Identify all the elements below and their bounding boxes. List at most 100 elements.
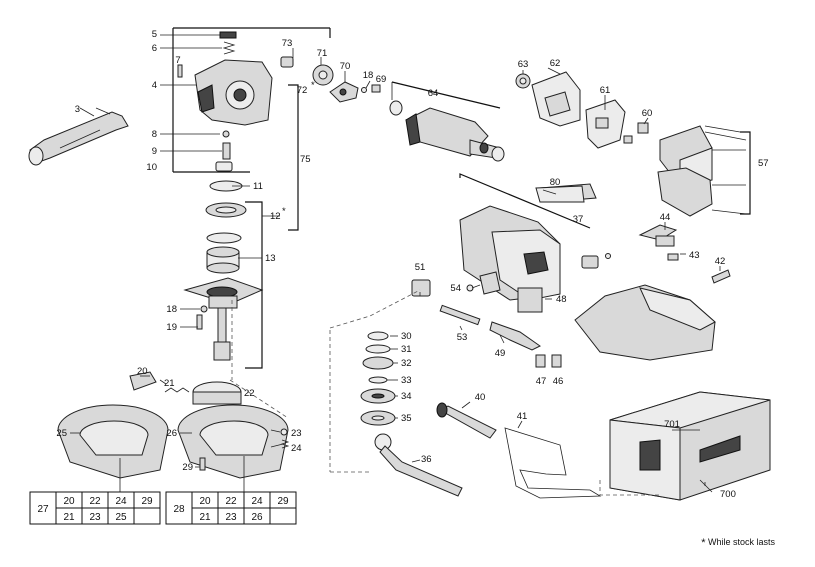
label-18-right: 18 bbox=[363, 70, 374, 81]
label-7: 7 bbox=[175, 55, 180, 66]
label-9: 9 bbox=[152, 146, 157, 157]
label-34: 34 bbox=[401, 391, 412, 402]
label-64: 64 bbox=[428, 88, 439, 99]
label-43: 43 bbox=[689, 250, 700, 261]
label-23: 23 bbox=[291, 428, 302, 439]
label-36: 36 bbox=[421, 454, 432, 465]
needle-bearing bbox=[215, 161, 233, 172]
label-25: 25 bbox=[56, 428, 67, 439]
label-37: 37 bbox=[573, 214, 584, 225]
gear-head-group bbox=[160, 27, 330, 173]
label-30: 30 bbox=[401, 331, 412, 342]
label-11: 11 bbox=[253, 181, 263, 192]
switch-components bbox=[535, 185, 731, 284]
table27-id: 27 bbox=[37, 504, 49, 515]
spring bbox=[222, 41, 236, 55]
footnote-star: * bbox=[701, 537, 706, 549]
label-33: 33 bbox=[401, 375, 412, 386]
leader-lines bbox=[70, 48, 721, 493]
label-70: 70 bbox=[340, 61, 351, 72]
flange-accessories bbox=[329, 330, 463, 497]
table28-id: 28 bbox=[173, 504, 185, 515]
label-44: 44 bbox=[660, 212, 671, 223]
label-61: 61 bbox=[600, 85, 611, 96]
label-75: 75 bbox=[300, 154, 311, 165]
bearing-plate-group bbox=[280, 28, 381, 103]
label-22: 22 bbox=[244, 388, 255, 399]
table28-r2c1: 21 bbox=[199, 512, 211, 523]
label-19: 19 bbox=[166, 322, 177, 333]
label-29: 29 bbox=[182, 462, 193, 473]
spindle-stack bbox=[180, 84, 299, 369]
label-71: 71 bbox=[317, 48, 328, 59]
label-41: 41 bbox=[517, 411, 528, 422]
spindle-lock-button bbox=[219, 31, 237, 39]
table28-r1c4: 29 bbox=[277, 496, 289, 507]
label-12: 12 bbox=[270, 211, 281, 222]
label-48: 48 bbox=[556, 294, 567, 305]
label-701: 701 bbox=[664, 419, 680, 430]
label-47: 47 bbox=[536, 376, 547, 387]
label-700: 700 bbox=[720, 489, 736, 500]
label-54: 54 bbox=[450, 283, 461, 294]
table27-r2c1: 21 bbox=[63, 512, 75, 523]
footnote-text: While stock lasts bbox=[705, 537, 775, 547]
label-49: 49 bbox=[495, 348, 506, 359]
label-13: 13 bbox=[265, 253, 276, 264]
table27-r1c1: 20 bbox=[63, 496, 75, 507]
label-20: 20 bbox=[137, 366, 148, 377]
motor-housing-group bbox=[459, 173, 716, 361]
label-3: 3 bbox=[75, 104, 80, 115]
shaft-pin bbox=[222, 142, 231, 160]
table27-r2c2: 23 bbox=[89, 512, 101, 523]
label-72: 72 bbox=[297, 85, 308, 96]
label-80: 80 bbox=[550, 177, 561, 188]
label-6: 6 bbox=[152, 43, 157, 54]
label-46: 46 bbox=[553, 376, 564, 387]
label-73: 73 bbox=[282, 38, 293, 49]
table28-r1c1: 20 bbox=[199, 496, 211, 507]
cable-group bbox=[436, 402, 602, 499]
guard-kit-table-27: 27 20 22 24 29 21 23 25 bbox=[29, 491, 161, 525]
label-4: 4 bbox=[152, 80, 157, 91]
armature bbox=[389, 81, 505, 162]
footnote: * While stock lasts bbox=[701, 537, 775, 549]
table28-r1c2: 22 bbox=[225, 496, 237, 507]
screw bbox=[177, 64, 183, 78]
label-62: 62 bbox=[550, 58, 561, 69]
label-8: 8 bbox=[152, 129, 157, 140]
electronics-parts bbox=[329, 271, 562, 368]
label-69: 69 bbox=[376, 74, 387, 85]
field-housing bbox=[657, 125, 751, 217]
label-12-star: * bbox=[282, 206, 286, 217]
table27-r1c2: 22 bbox=[89, 496, 101, 507]
brush-ring-group bbox=[515, 71, 649, 149]
label-60: 60 bbox=[642, 108, 653, 119]
table27-r1c3: 24 bbox=[115, 496, 127, 507]
table28-r2c3: 26 bbox=[251, 512, 263, 523]
carry-case bbox=[599, 391, 771, 501]
label-21: 21 bbox=[164, 378, 175, 389]
label-53: 53 bbox=[457, 332, 468, 343]
label-72-star: * bbox=[311, 80, 315, 91]
table28-r1c3: 24 bbox=[251, 496, 263, 507]
label-35: 35 bbox=[401, 413, 412, 424]
label-57: 57 bbox=[758, 158, 769, 169]
label-18-left: 18 bbox=[166, 304, 177, 315]
label-63: 63 bbox=[518, 59, 529, 70]
label-24: 24 bbox=[291, 443, 302, 454]
label-10: 10 bbox=[146, 162, 157, 173]
table28-r2c2: 23 bbox=[225, 512, 237, 523]
side-handle bbox=[28, 107, 129, 166]
table27-r2c3: 25 bbox=[115, 512, 127, 523]
table27-r1c4: 29 bbox=[141, 496, 153, 507]
guard-kit-table-28: 28 20 22 24 29 21 23 26 bbox=[165, 491, 297, 525]
label-5: 5 bbox=[152, 29, 157, 40]
part-number-labels: 5 6 7 4 3 8 9 10 11 12 * 13 18 19 20 21 … bbox=[56, 29, 768, 500]
label-51: 51 bbox=[415, 262, 426, 273]
label-26: 26 bbox=[166, 428, 177, 439]
label-40: 40 bbox=[475, 392, 486, 403]
label-32: 32 bbox=[401, 358, 412, 369]
label-42: 42 bbox=[715, 256, 726, 267]
